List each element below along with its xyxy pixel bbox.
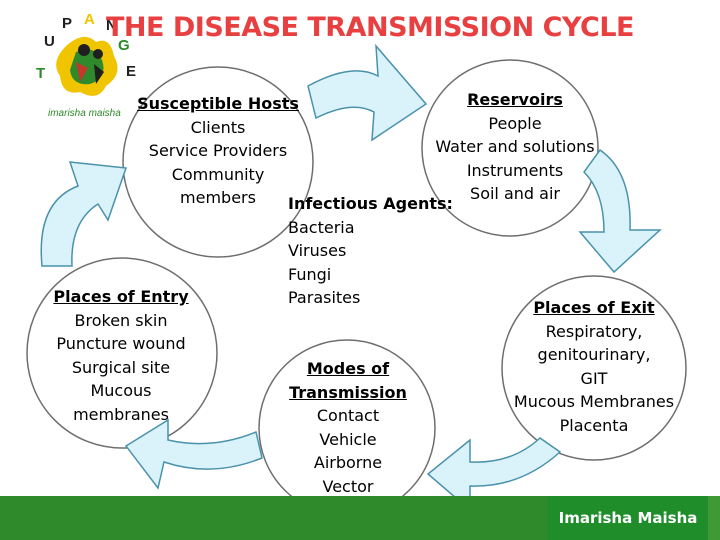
node-line: Vector (322, 476, 374, 496)
node-heading: Reservoirs (467, 90, 563, 109)
susceptible-hosts-node: Susceptible Hosts Clients Service Provid… (118, 92, 318, 210)
node-line: genitourinary, (537, 345, 651, 364)
arrow-reservoirs-to-exit (578, 148, 662, 274)
footer-brand: Imarisha Maisha (548, 496, 708, 540)
node-line: Surgical site (71, 357, 171, 377)
node-line: Mucous Membranes (513, 392, 675, 411)
node-heading: Modes of (306, 359, 390, 378)
tupange-logo: T U P A N G E imarisha maisha (36, 11, 136, 119)
svg-text:T: T (36, 65, 45, 82)
modes-of-transmission-node: Modes of Transmission Contact Vehicle Ai… (274, 357, 422, 498)
arrow-entry-to-hosts (40, 161, 128, 267)
node-heading: Susceptible Hosts (137, 94, 299, 113)
arrow-hosts-to-reservoirs (307, 43, 428, 142)
arrow-exit-to-modes (426, 437, 562, 512)
node-line: Bacteria (288, 217, 355, 237)
node-line: Contact (316, 406, 380, 425)
node-line: People (488, 113, 542, 133)
node-line: Water and solutions (435, 137, 595, 156)
node-line: Viruses (288, 241, 347, 260)
places-of-entry-node: Places of Entry Broken skin Puncture wou… (36, 285, 206, 426)
svg-text:A: A (84, 11, 95, 28)
svg-text:N: N (106, 17, 117, 34)
node-line: Community (171, 164, 265, 184)
svg-text:U: U (44, 33, 55, 50)
node-line: Airborne (313, 453, 383, 472)
node-line: Respiratory, (545, 321, 643, 341)
places-of-entry-circle (26, 257, 218, 449)
node-line: Fungi (288, 264, 332, 284)
node-heading: Transmission (289, 382, 407, 402)
susceptible-hosts-circle (122, 66, 314, 258)
node-heading: Infectious Agents: (288, 194, 453, 213)
places-of-exit-circle (501, 275, 687, 461)
node-line: Parasites (288, 288, 361, 307)
svg-text:P: P (62, 15, 72, 32)
node-line: Soil and air (470, 184, 560, 203)
node-heading: Places of Exit (533, 298, 655, 317)
arrow-modes-to-entry (124, 418, 263, 490)
infectious-agents-node: Infectious Agents: Bacteria Viruses Fung… (288, 192, 458, 310)
places-of-exit-node: Places of Exit Respiratory, genitourinar… (504, 296, 684, 437)
node-line: Vehicle (319, 429, 377, 449)
node-line: Placenta (559, 415, 629, 435)
node-line: GIT (580, 368, 608, 388)
node-line: Clients (190, 117, 246, 137)
svg-text:imarisha maisha: imarisha maisha (48, 108, 121, 119)
footer-stripe (0, 496, 560, 540)
page-title: THE DISEASE TRANSMISSION CYCLE (106, 12, 635, 43)
node-heading: Places of Entry (53, 287, 189, 306)
node-line: members (180, 188, 256, 207)
node-line: Puncture wound (56, 334, 186, 353)
node-line: Service Providers (148, 141, 288, 160)
reservoirs-circle (421, 59, 599, 237)
node-line: Broken skin (74, 310, 168, 330)
reservoirs-node: Reservoirs People Water and solutions In… (420, 88, 610, 206)
svg-text:E: E (126, 63, 136, 80)
node-line: Instruments (466, 160, 564, 180)
svg-text:G: G (118, 37, 130, 54)
node-line: membranes (73, 404, 169, 424)
node-line: Mucous (90, 381, 152, 400)
footer-bar: Imarisha Maisha (0, 496, 720, 540)
